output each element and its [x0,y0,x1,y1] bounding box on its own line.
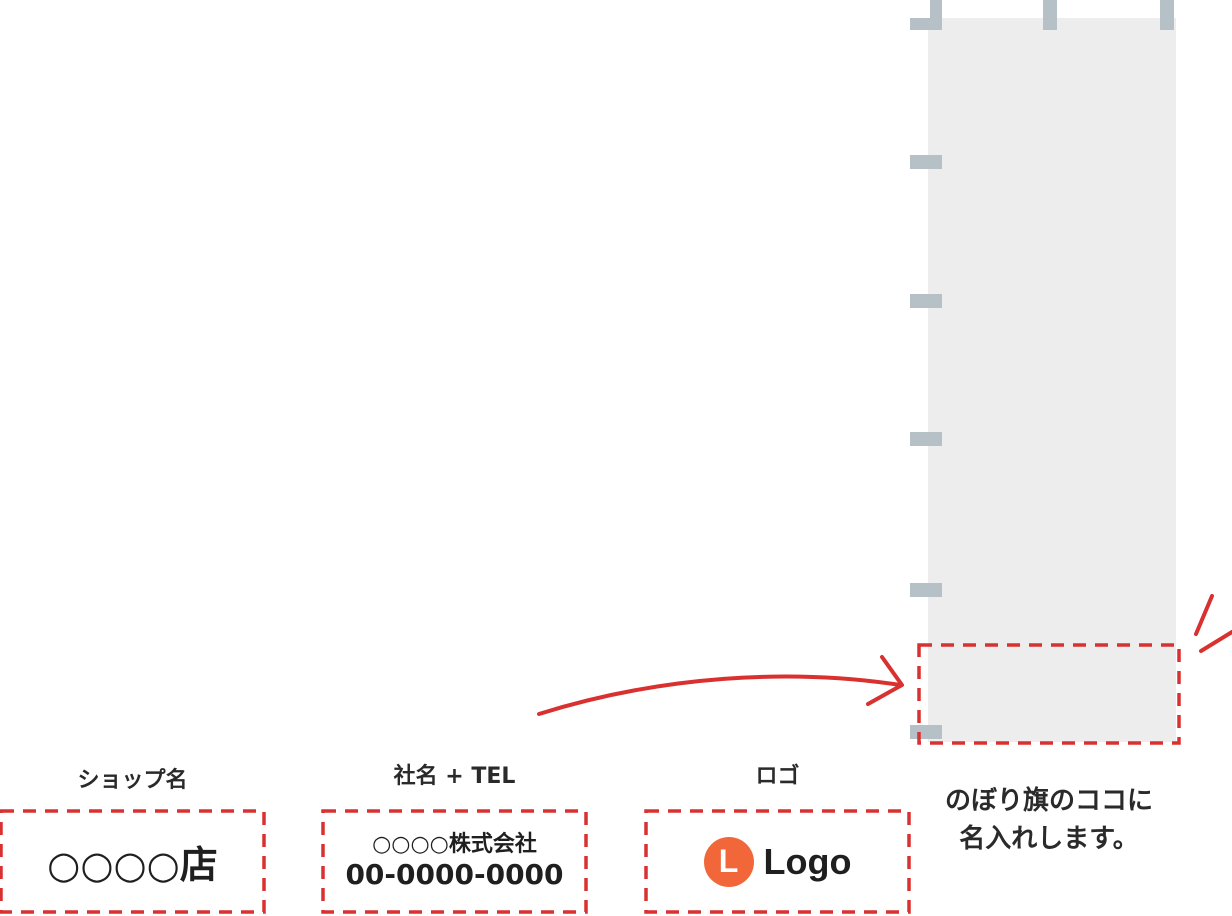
company-sample-box-outline [321,809,588,914]
shop-sample-text: ○○○○店 [47,843,218,887]
flag-top-tab-left-foot [910,18,942,30]
shop-sample-box: ○○○○店 [1,811,264,912]
flag-side-tab-4 [910,583,942,597]
pointer-arrow-head [866,655,904,706]
placement-caption-line-2: 名入れします。 [959,824,1139,854]
shop-sample-box-outline [0,809,266,914]
flag-side-tab-3 [910,432,942,446]
flag-top-tab-right [1160,0,1174,30]
logo-sample-text: Logo [763,840,852,882]
flag-side-tab-2 [910,294,942,308]
name-placement-area [917,643,1181,745]
placement-caption: のぼり旗のココに 名入れします。 [912,782,1186,858]
flag-body [928,18,1176,742]
emphasis-stroke-2 [1199,630,1232,653]
pointer-arrow-curve [537,674,902,716]
logo-sample-box-outline [644,809,911,914]
logo-badge-icon: L [703,836,754,887]
flag-side-tab-5 [910,725,942,739]
placement-caption-line-1: のぼり旗のココに [944,786,1153,816]
shop-sample-label: ショップ名 [77,768,188,793]
company-sample-tel: 00-0000-0000 [345,857,564,891]
company-sample-box: ○○○○株式会社 00-0000-0000 [323,811,586,912]
emphasis-stroke-1 [1194,594,1214,636]
company-sample-label: 社名 + TEL [393,764,516,789]
logo-sample-label: ロゴ [755,764,800,789]
logo-sample-box: L Logo [646,811,909,912]
flag-side-tab-1 [910,155,942,169]
flag-top-tab-middle [1043,0,1057,30]
company-sample-name: ○○○○株式会社 [372,831,537,857]
logo-sample: L Logo [703,836,852,887]
